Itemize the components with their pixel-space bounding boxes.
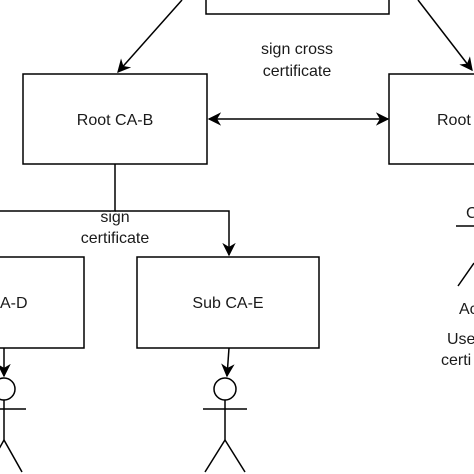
root-ca-b-label: Root CA-B	[77, 112, 153, 129]
right-user-line1: Use	[447, 331, 474, 348]
edge-root-a-to-root-c	[417, 0, 473, 72]
edge-root-b-to-sub-e	[115, 210, 236, 257]
cross-cert-label-line1: sign cross	[261, 41, 333, 58]
user-actor-left[interactable]	[0, 377, 26, 473]
sub-ca-d-label: A-D	[0, 295, 28, 312]
sign-cert-label-line1: sign	[100, 209, 129, 226]
right-actor-label: Ac	[459, 301, 474, 318]
edge-root-b-branch	[0, 164, 116, 212]
right-user-line2: certi	[441, 352, 471, 369]
root-ca-c-box[interactable]	[388, 73, 474, 165]
edge-sub-e-to-actor	[221, 347, 235, 378]
edge-root-a-to-root-b	[117, 0, 183, 74]
right-top-glyph: C	[466, 205, 474, 222]
root-ca-c-label: Root	[437, 112, 471, 129]
sub-ca-e-box[interactable]	[136, 256, 320, 349]
user-actor-center[interactable]	[203, 377, 247, 473]
cross-cert-label-line2: certificate	[263, 63, 332, 80]
root-ca-b-box[interactable]	[22, 73, 208, 165]
sign-cert-label-line2: certificate	[81, 230, 150, 247]
root-ca-a-box[interactable]	[205, 0, 390, 15]
sub-ca-e-label: Sub CA-E	[192, 295, 263, 312]
sub-ca-d-box[interactable]	[0, 256, 85, 349]
right-actor-leg	[457, 262, 474, 287]
